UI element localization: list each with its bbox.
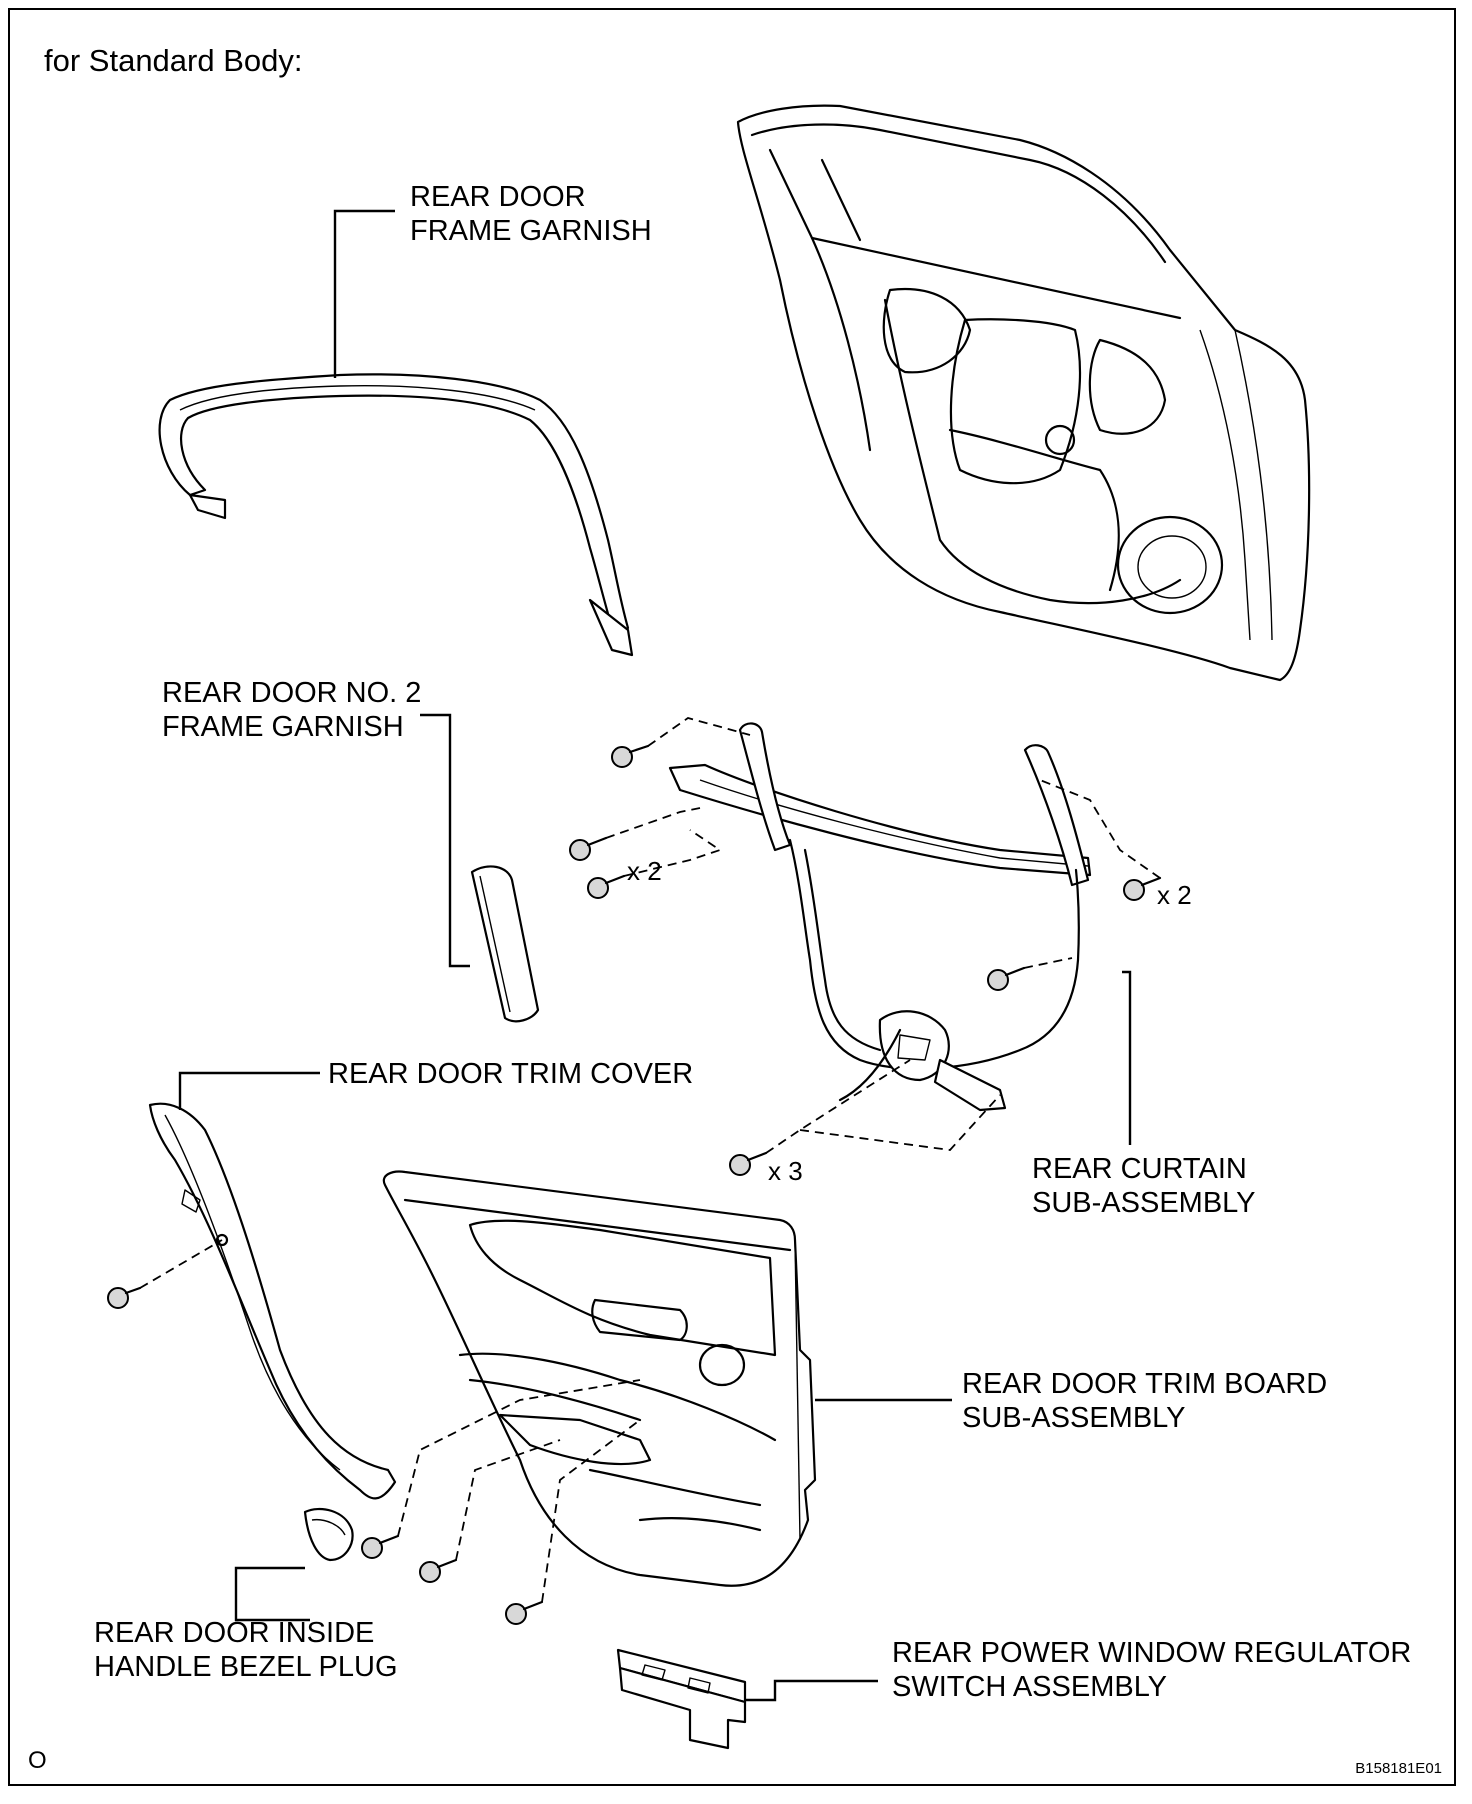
- rear-curtain-sub-assembly-drawing: [668, 722, 1092, 1112]
- screw-icon: [987, 966, 1026, 991]
- diagram-frame: [8, 8, 1456, 1786]
- diagram-title: for Standard Body:: [44, 43, 303, 78]
- qty-curtain-bottom-screws: x 3: [768, 1156, 803, 1186]
- rear-door-trim-cover-drawing: [148, 1102, 397, 1500]
- screw-icon: [361, 1534, 400, 1559]
- rear-door-panel-drawing: [736, 104, 1311, 682]
- label-rear-door-trim-cover: REAR DOOR TRIM COVER: [328, 1058, 694, 1090]
- screw-icon: [587, 874, 626, 899]
- qty-curtain-right-screws: x 2: [1157, 880, 1192, 910]
- rear-door-inside-handle-bezel-plug-drawing: [303, 1507, 354, 1562]
- screw-icon: [505, 1600, 544, 1625]
- rear-door-frame-garnish-drawing: [158, 373, 634, 657]
- screw-icon: [611, 744, 650, 768]
- label-rear-door-no2-frame-garnish: REAR DOOR NO. 2 FRAME GARNISH: [162, 677, 422, 743]
- screw-icon: [1123, 876, 1162, 901]
- label-rear-power-window-regulator-switch-assembly: REAR POWER WINDOW REGULATOR SWITCH ASSEM…: [892, 1637, 1412, 1703]
- label-rear-door-frame-garnish: REAR DOOR FRAME GARNISH: [410, 181, 652, 247]
- leader-lines: [178, 209, 1132, 1702]
- label-rear-door-inside-handle-bezel-plug: REAR DOOR INSIDE HANDLE BEZEL PLUG: [94, 1617, 398, 1683]
- fasteners: [107, 744, 1162, 1625]
- screw-icon: [107, 1286, 142, 1309]
- rear-power-window-switch-drawing: [616, 1648, 747, 1750]
- rear-door-trim-board-drawing: [382, 1170, 817, 1587]
- qty-curtain-left-screws: x 2: [627, 856, 662, 886]
- figure-code: B158181E01: [1355, 1760, 1442, 1777]
- screw-icon: [569, 836, 608, 861]
- label-rear-door-trim-board-sub-assembly: REAR DOOR TRIM BOARD SUB-ASSEMBLY: [962, 1368, 1328, 1434]
- dashed-fastener-lines: [139, 717, 1161, 1603]
- footer-mark: O: [28, 1747, 47, 1774]
- label-rear-curtain-sub-assembly: REAR CURTAIN SUB-ASSEMBLY: [1032, 1153, 1256, 1219]
- screw-icon: [419, 1558, 458, 1583]
- screw-icon: [729, 1151, 768, 1176]
- rear-door-no2-frame-garnish-drawing: [470, 865, 540, 1023]
